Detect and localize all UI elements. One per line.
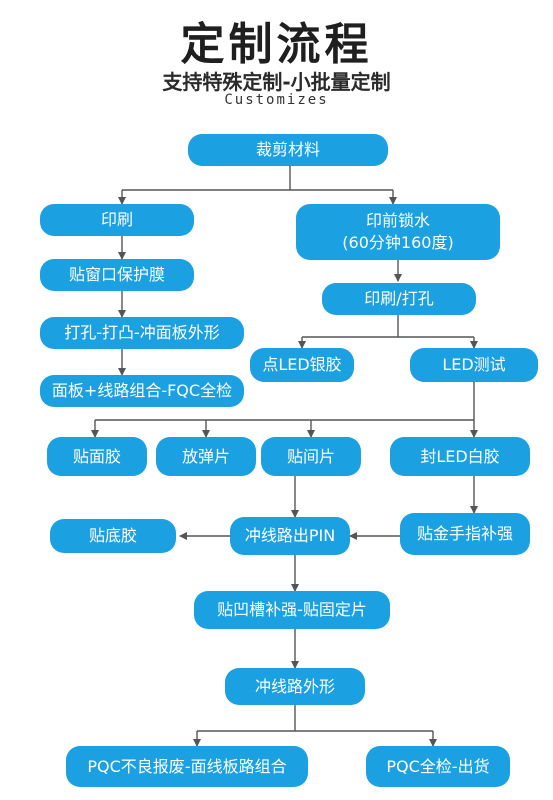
page-subtitle-english: Customizes [224,92,329,108]
node-preprint-line2: (60分钟160度) [342,233,454,252]
node-pqc-reject: PQC不良报废-面线板路组合 [66,746,308,787]
node-print-punch: 印刷/打孔 [322,283,476,315]
node-spring-sheet: 放弹片 [156,437,256,476]
node-led-test: LED测试 [410,348,538,382]
node-cut-material: 裁剪材料 [188,134,388,166]
node-preprint-lock: 印前锁水 (60分钟160度) [296,204,500,260]
node-protect-film: 贴窗口保护膜 [40,259,194,291]
node-pqc-ship: PQC全检-出货 [366,746,510,787]
node-panel-combo: 面板+线路组合-FQC全检 [40,375,244,407]
node-face-adhesive: 贴面胶 [47,437,147,476]
page-title: 定制流程 [180,19,373,70]
node-print: 印刷 [40,204,194,236]
node-bottom-adhesive: 贴底胶 [50,519,176,553]
node-preprint-line1: 印前锁水 [365,211,430,230]
node-led-white: 封LED白胶 [390,437,530,476]
node-punch-shape: 打孔-打凸-冲面板外形 [40,317,244,349]
node-punch-pin: 冲线路出PIN [230,517,350,555]
node-led-silver: 点LED银胶 [250,348,354,382]
node-spacer: 贴间片 [261,437,361,476]
node-punch-outline: 冲线路外形 [225,668,365,705]
node-finger-stiffener: 贴金手指补强 [400,513,530,555]
page-subtitle: 支持特殊定制-小批量定制 [162,70,391,94]
node-groove-stiffener: 贴凹槽补强-贴固定片 [194,591,390,629]
